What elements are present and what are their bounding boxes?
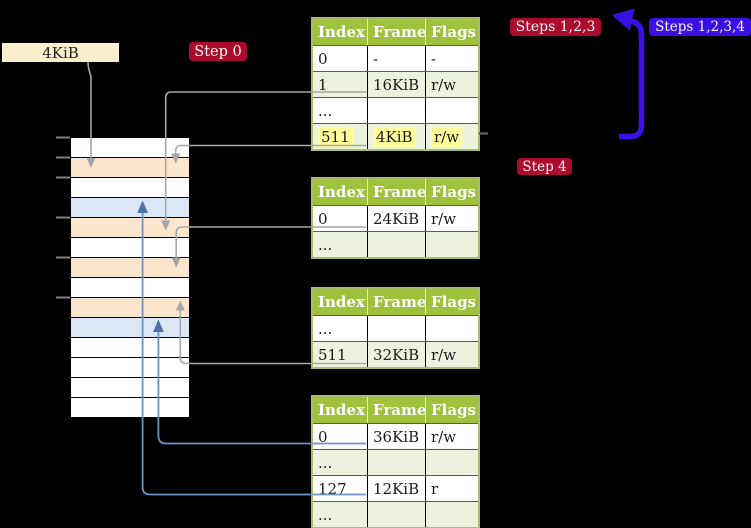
memory-column [70, 137, 190, 418]
cell-index: 511 [313, 124, 367, 149]
cell-flags [425, 98, 476, 123]
header-flags: Flags [425, 397, 476, 423]
cell-index: ... [318, 320, 333, 338]
page-table-level2: Index Frame Flags ... 511 32KiB r/w [311, 287, 480, 369]
page-table-level4: Index Frame Flags 0 - - 1 16KiB r/w ... … [311, 17, 480, 151]
table-row: 0 36KiB r/w [313, 423, 478, 449]
cell-frame [367, 450, 425, 475]
table-header-row: Index Frame Flags [313, 179, 478, 205]
table-header-row: Index Frame Flags [313, 19, 478, 45]
cell-frame [367, 98, 425, 123]
table-row: 0 - - [313, 45, 478, 71]
memory-row-12-free [70, 357, 190, 378]
header-index: Index [318, 293, 365, 311]
memory-tick-marks [56, 136, 70, 299]
cell-frame: 32KiB [367, 342, 425, 367]
table-row: ... [313, 501, 478, 527]
table-row: ... [313, 449, 478, 475]
cell-flags [425, 450, 476, 475]
cell-frame [367, 232, 425, 257]
table-row: 511 32KiB r/w [313, 341, 478, 367]
cell-flags: r/w [425, 342, 476, 367]
table-row-recursive: 511 4KiB r/w [313, 123, 478, 149]
memory-row-14-free [70, 397, 190, 418]
arrowhead-upleft-icon [612, 8, 635, 31]
cell-flags [425, 316, 476, 341]
cell-index: 0 [318, 428, 328, 446]
cell-index: ... [318, 506, 333, 524]
memory-row-1-free [70, 137, 190, 158]
header-flags: Flags [425, 289, 476, 315]
table-header-row: Index Frame Flags [313, 289, 478, 315]
header-flags: Flags [425, 179, 476, 205]
cell-index: 0 [318, 50, 328, 68]
cell-index: 1 [318, 76, 328, 94]
highlighted-value: r/w [431, 127, 463, 147]
header-frame: Frame [367, 179, 425, 205]
cell-index: 0 [318, 210, 328, 228]
memory-row-9-table [70, 297, 190, 318]
cell-frame: - [367, 46, 425, 71]
table-row: ... [313, 315, 478, 341]
cell-flags: r [425, 476, 476, 501]
frame-size-label: 4KiB [2, 43, 119, 62]
steps1234-badge: Steps 1,2,3,4 [649, 18, 751, 36]
page-table-level3: Index Frame Flags 0 24KiB r/w ... [311, 177, 480, 259]
cell-index: ... [318, 454, 333, 472]
header-index: Index [318, 23, 365, 41]
cell-frame: 16KiB [367, 72, 425, 97]
highlighted-value: 511 [318, 127, 353, 147]
memory-row-6-free [70, 237, 190, 258]
highlighted-value: 4KiB [373, 127, 416, 147]
page-table-level1: Index Frame Flags 0 36KiB r/w ... 127 12… [311, 395, 480, 528]
cell-index: ... [318, 236, 333, 254]
cell-flags: r/w [425, 124, 476, 149]
cell-index: ... [318, 102, 333, 120]
table-header-row: Index Frame Flags [313, 397, 478, 423]
steps123-badge: Steps 1,2,3 [510, 18, 601, 36]
cell-frame: 36KiB [367, 424, 425, 449]
header-flags: Flags [425, 19, 476, 45]
memory-row-8-free [70, 277, 190, 298]
cell-frame: 24KiB [367, 206, 425, 231]
memory-row-11-free [70, 337, 190, 358]
header-frame: Frame [367, 19, 425, 45]
memory-row-4-page [70, 197, 190, 218]
header-frame: Frame [367, 397, 425, 423]
cell-index: 127 [318, 480, 347, 498]
table-row: 1 16KiB r/w [313, 71, 478, 97]
table-row: ... [313, 97, 478, 123]
memory-row-5-table [70, 217, 190, 238]
table-row: 0 24KiB r/w [313, 205, 478, 231]
cell-frame [367, 316, 425, 341]
cell-flags [425, 232, 476, 257]
cell-index: 511 [318, 346, 347, 364]
memory-row-13-free [70, 377, 190, 398]
step4-badge: Step 4 [517, 158, 572, 175]
recursive-loop-arrow [619, 18, 645, 140]
table-row: ... [313, 231, 478, 257]
cell-flags [425, 502, 476, 527]
cell-flags: r/w [425, 424, 476, 449]
cell-flags: r/w [425, 72, 476, 97]
cell-flags: - [425, 46, 476, 71]
header-frame: Frame [367, 289, 425, 315]
cell-frame: 12KiB [367, 476, 425, 501]
table-row: 127 12KiB r [313, 475, 478, 501]
header-index: Index [318, 183, 365, 201]
header-index: Index [318, 401, 365, 419]
memory-row-2-table [70, 157, 190, 178]
memory-row-3-free [70, 177, 190, 198]
cell-frame: 4KiB [367, 124, 425, 149]
step0-badge: Step 0 [189, 42, 247, 61]
cell-frame [367, 502, 425, 527]
cell-flags: r/w [425, 206, 476, 231]
memory-row-7-table [70, 257, 190, 278]
memory-row-10-page [70, 317, 190, 338]
